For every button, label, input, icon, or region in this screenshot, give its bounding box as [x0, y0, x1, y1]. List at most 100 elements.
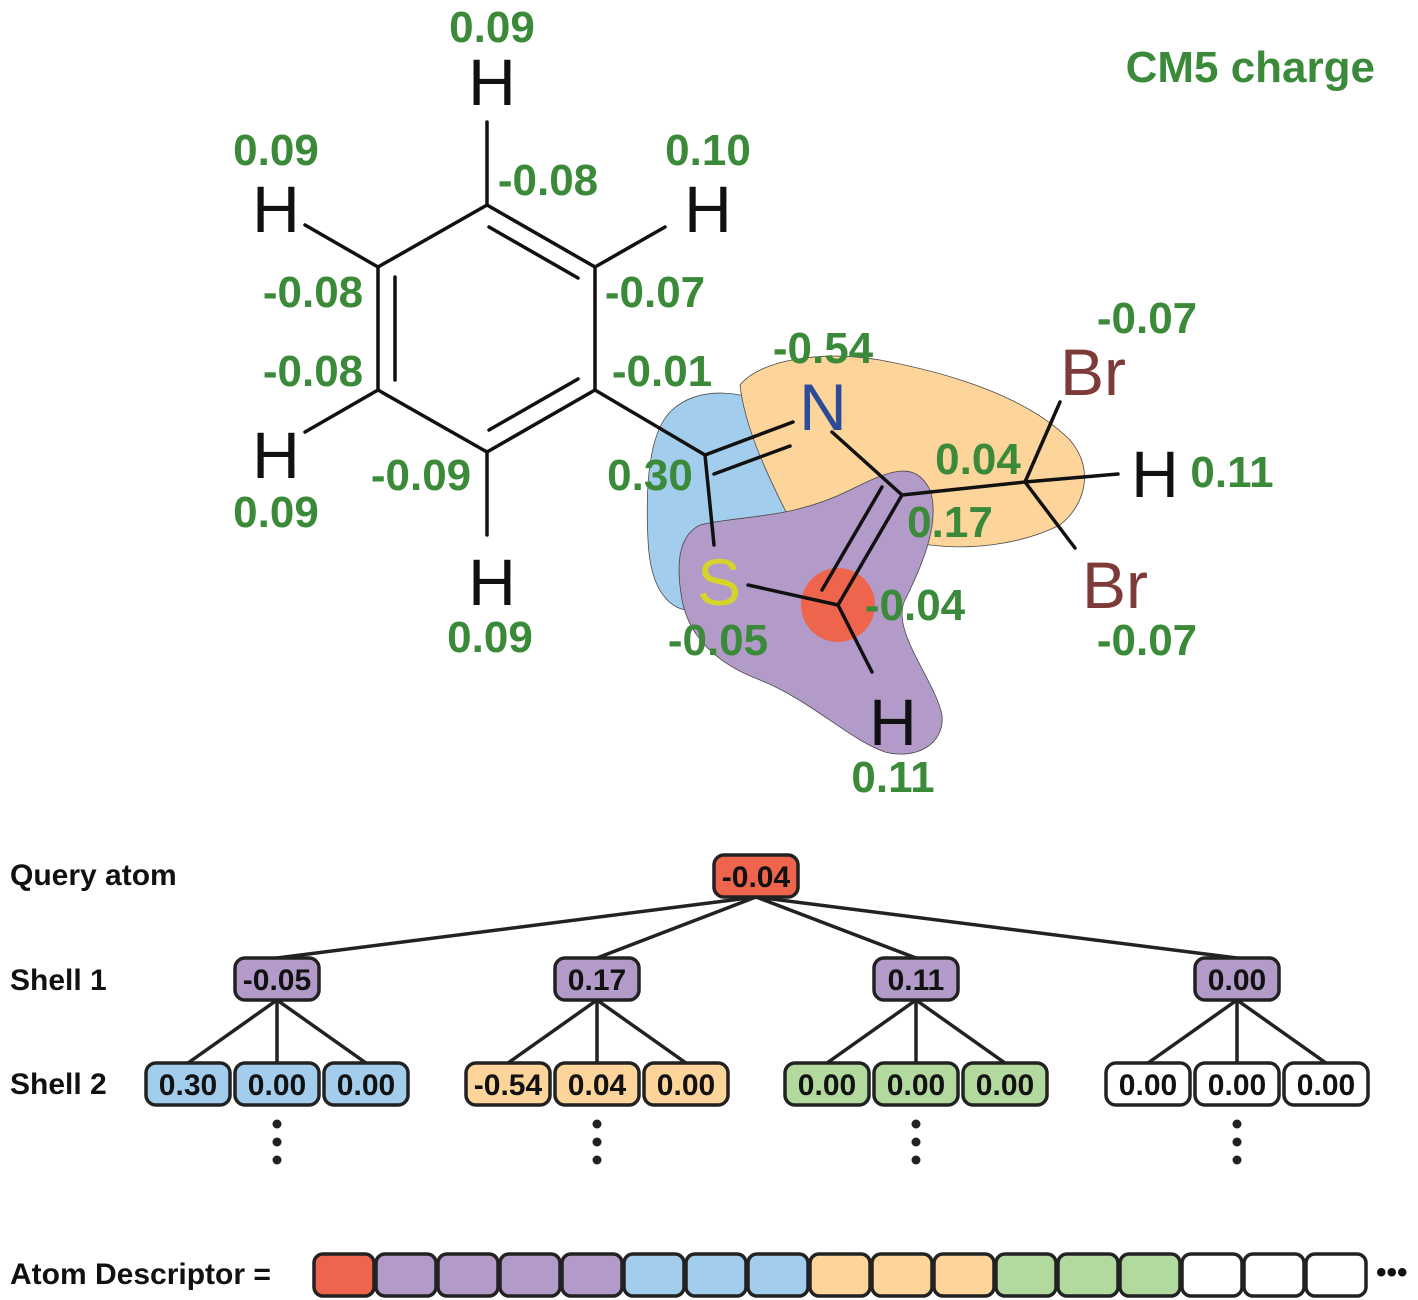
- continuation-dot: [592, 1119, 602, 1129]
- atom-descriptor-bar: [312, 1252, 1368, 1298]
- figure-title: CM5 charge: [1126, 43, 1375, 92]
- shell2-node-box: [233, 1061, 321, 1107]
- atom-h-chbr2: H: [1131, 437, 1179, 511]
- shell2-node-value: 0.00: [1297, 1069, 1355, 1102]
- continuation-dot: [592, 1155, 602, 1165]
- tree-edge: [1146, 998, 1239, 1065]
- descriptor-ellipsis: •••: [1376, 1256, 1408, 1289]
- charge-label: -0.08: [498, 156, 598, 205]
- atom-sulfur: S: [697, 545, 741, 619]
- descriptor-cell: [436, 1252, 500, 1298]
- tree-edge: [275, 998, 368, 1065]
- tree-edge: [595, 998, 688, 1065]
- continuation-dot: [1232, 1119, 1242, 1129]
- tree-edge: [755, 895, 917, 960]
- descriptor-cell: [560, 1252, 624, 1298]
- query-atom-label: Query atom: [10, 859, 177, 892]
- shell1-node-value: -0.05: [243, 964, 311, 997]
- continuation-dot: [1232, 1137, 1242, 1147]
- continuation-dot: [911, 1137, 921, 1147]
- charge-label: 0.11: [851, 753, 934, 802]
- shell1-node-value: 0.17: [568, 964, 626, 997]
- shell2-node-value: 0.00: [1119, 1069, 1177, 1102]
- tree-edge: [914, 998, 1007, 1065]
- charge-label: 0.30: [607, 451, 693, 500]
- tree-edge: [1235, 998, 1328, 1065]
- charge-label: -0.08: [263, 347, 363, 396]
- shell1-node-box: [553, 956, 641, 1002]
- shell-1-label: Shell 1: [10, 964, 107, 997]
- descriptor-cell: [1304, 1252, 1368, 1298]
- tree-edge: [596, 895, 757, 960]
- atom-h-upper-left: H: [252, 172, 300, 246]
- shell1-node-box: [872, 956, 960, 1002]
- charge-label: -0.04: [865, 581, 966, 630]
- shell2-node-value: 0.00: [976, 1069, 1034, 1102]
- tree-edge: [755, 895, 1238, 960]
- atom-bromine-bottom: Br: [1082, 548, 1148, 622]
- continuation-dot: [911, 1155, 921, 1165]
- continuation-dot: [1232, 1155, 1242, 1165]
- shell2-node-box: [872, 1061, 960, 1107]
- charge-label: 0.09: [449, 3, 535, 52]
- tree-edge: [276, 895, 757, 960]
- continuation-dot: [272, 1155, 282, 1165]
- shell2-node-value: 0.00: [657, 1069, 715, 1102]
- tree-edge: [506, 998, 599, 1065]
- query-node-value: -0.04: [722, 861, 791, 894]
- shell2-node-box: [961, 1061, 1049, 1107]
- shell2-node-value: 0.00: [887, 1069, 945, 1102]
- atom-bromine-top: Br: [1060, 335, 1126, 409]
- descriptor-cell: [932, 1252, 996, 1298]
- shell2-node-value: 0.04: [568, 1069, 627, 1102]
- descriptor-cell: [312, 1252, 376, 1298]
- shell1-node-value: 0.11: [888, 964, 945, 997]
- shell2-node-value: 0.00: [337, 1069, 395, 1102]
- shell2-node-box: [1104, 1061, 1192, 1107]
- descriptor-cell: [684, 1252, 748, 1298]
- charge-label: 0.10: [665, 126, 751, 175]
- charge-label: -0.07: [1097, 616, 1197, 665]
- shell1-node-value: 0.00: [1208, 964, 1266, 997]
- atom-h-lower-left: H: [252, 418, 300, 492]
- atom-symbols: H H H H H N S Br Br H H: [252, 45, 1179, 759]
- charge-label: -0.08: [263, 268, 363, 317]
- descriptor-cell: [1180, 1252, 1244, 1298]
- shell2-node-box: [1193, 1061, 1281, 1107]
- charge-label: -0.07: [605, 268, 705, 317]
- descriptor-cell: [1118, 1252, 1182, 1298]
- shell2-node-box: [642, 1061, 730, 1107]
- descriptor-cell: [498, 1252, 562, 1298]
- continuation-dot: [911, 1119, 921, 1129]
- charge-label: 0.09: [447, 613, 533, 662]
- continuation-dot: [592, 1137, 602, 1147]
- descriptor-cell: [1242, 1252, 1306, 1298]
- atom-h-bottom: H: [468, 545, 516, 619]
- shell2-node-box: [553, 1061, 641, 1107]
- descriptor-cell: [746, 1252, 810, 1298]
- descriptor-cell: [870, 1252, 934, 1298]
- shell-2-label: Shell 2: [10, 1068, 107, 1101]
- tree-edge: [825, 998, 918, 1065]
- shell2-node-value: -0.54: [474, 1069, 543, 1102]
- atom-h-top: H: [468, 45, 516, 119]
- bonds: [303, 120, 1120, 674]
- charge-label: 0.04: [935, 435, 1021, 484]
- shell2-node-value: 0.00: [248, 1069, 306, 1102]
- query-node-box: [712, 853, 800, 899]
- descriptor-cell: [808, 1252, 872, 1298]
- descriptor-cell: [374, 1252, 438, 1298]
- charge-label: -0.54: [773, 324, 874, 373]
- shell2-node-value: 0.30: [159, 1069, 217, 1102]
- shell1-node-box: [1193, 956, 1281, 1002]
- descriptor-cell: [622, 1252, 686, 1298]
- charge-labels: 0.09 -0.08 0.09 0.10 -0.08 -0.07 -0.08 -…: [233, 3, 1273, 802]
- charge-label: -0.01: [612, 347, 712, 396]
- charge-label: -0.05: [668, 616, 768, 665]
- charge-label: 0.17: [907, 498, 993, 547]
- shell2-node-box: [783, 1061, 871, 1107]
- charge-label: 0.09: [233, 488, 319, 537]
- shell2-node-box: [144, 1061, 232, 1107]
- atom-h-thiazole: H: [869, 685, 917, 759]
